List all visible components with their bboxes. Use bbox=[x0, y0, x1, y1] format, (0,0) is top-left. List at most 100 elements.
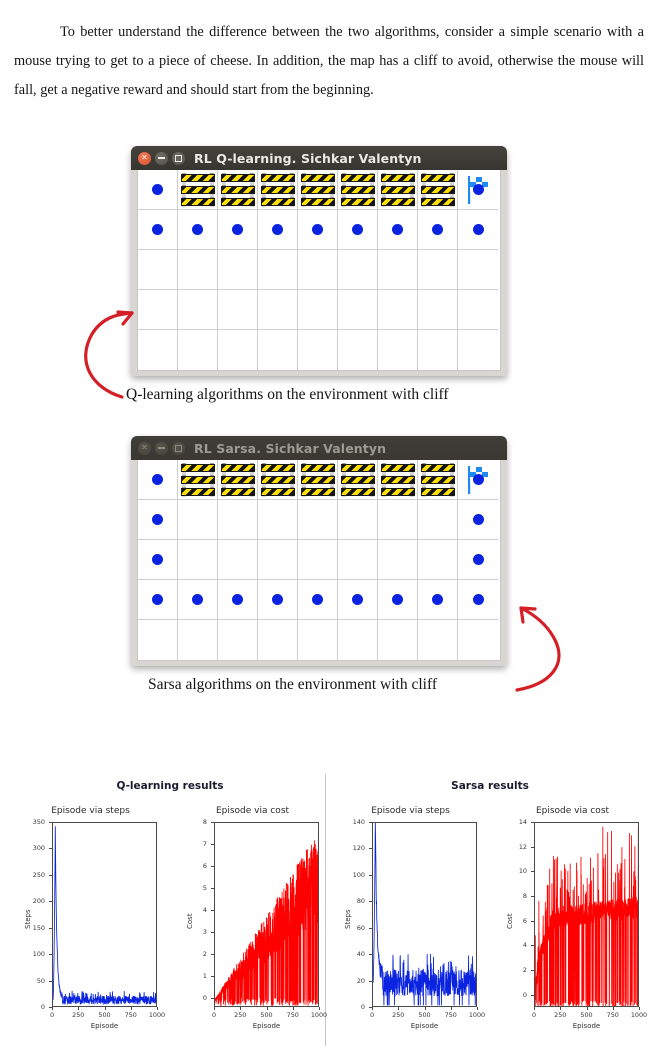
environment-grid-sarsa[interactable] bbox=[137, 460, 501, 661]
grid-cell[interactable] bbox=[418, 290, 458, 330]
grid-cell[interactable] bbox=[138, 290, 178, 330]
grid-cell[interactable] bbox=[338, 500, 378, 540]
grid-cell[interactable] bbox=[418, 170, 458, 210]
grid-cell[interactable] bbox=[458, 540, 498, 580]
grid-cell[interactable] bbox=[338, 330, 378, 370]
grid-cell[interactable] bbox=[258, 500, 298, 540]
grid-cell[interactable] bbox=[138, 170, 178, 210]
grid-cell[interactable] bbox=[218, 290, 258, 330]
grid-cell[interactable] bbox=[458, 330, 498, 370]
grid-cell[interactable] bbox=[138, 540, 178, 580]
grid-cell[interactable] bbox=[458, 620, 498, 660]
grid-cell[interactable] bbox=[298, 210, 338, 250]
grid-cell[interactable] bbox=[378, 620, 418, 660]
grid-cell[interactable] bbox=[218, 620, 258, 660]
grid-cell[interactable] bbox=[138, 460, 178, 500]
grid-cell[interactable] bbox=[258, 540, 298, 580]
grid-cell[interactable] bbox=[138, 210, 178, 250]
grid-cell[interactable] bbox=[458, 580, 498, 620]
grid-cell[interactable] bbox=[298, 540, 338, 580]
maximize-icon[interactable] bbox=[172, 151, 185, 165]
grid-cell[interactable] bbox=[178, 500, 218, 540]
maximize-icon[interactable] bbox=[172, 441, 185, 455]
grid-cell[interactable] bbox=[178, 210, 218, 250]
grid-cell[interactable] bbox=[218, 210, 258, 250]
grid-cell[interactable] bbox=[418, 620, 458, 660]
titlebar-sarsa[interactable]: ✕ RL Sarsa. Sichkar Valentyn bbox=[131, 436, 507, 460]
grid-cell[interactable] bbox=[418, 580, 458, 620]
grid-cell[interactable] bbox=[218, 170, 258, 210]
environment-grid-qlearning[interactable] bbox=[137, 170, 501, 371]
grid-cell[interactable] bbox=[178, 290, 218, 330]
grid-cell[interactable] bbox=[218, 580, 258, 620]
grid-cell[interactable] bbox=[178, 620, 218, 660]
grid-cell[interactable] bbox=[418, 330, 458, 370]
grid-cell[interactable] bbox=[138, 620, 178, 660]
grid-cell[interactable] bbox=[258, 250, 298, 290]
grid-cell[interactable] bbox=[218, 540, 258, 580]
grid-cell[interactable] bbox=[338, 210, 378, 250]
grid-cell[interactable] bbox=[178, 250, 218, 290]
grid-cell[interactable] bbox=[338, 540, 378, 580]
grid-cell[interactable] bbox=[298, 500, 338, 540]
grid-cell[interactable] bbox=[258, 330, 298, 370]
grid-cell[interactable] bbox=[258, 580, 298, 620]
minimize-icon[interactable] bbox=[155, 151, 168, 165]
grid-cell[interactable] bbox=[418, 500, 458, 540]
grid-cell[interactable] bbox=[218, 500, 258, 540]
grid-cell[interactable] bbox=[138, 250, 178, 290]
grid-cell[interactable] bbox=[258, 170, 298, 210]
grid-cell[interactable] bbox=[458, 460, 498, 500]
grid-cell[interactable] bbox=[418, 460, 458, 500]
grid-cell[interactable] bbox=[258, 620, 298, 660]
grid-cell[interactable] bbox=[178, 170, 218, 210]
grid-cell[interactable] bbox=[458, 170, 498, 210]
grid-cell[interactable] bbox=[258, 210, 298, 250]
close-icon[interactable]: ✕ bbox=[138, 441, 151, 455]
window-qlearning[interactable]: ✕ RL Q-learning. Sichkar Valentyn bbox=[131, 146, 507, 376]
grid-cell[interactable] bbox=[338, 580, 378, 620]
grid-cell[interactable] bbox=[138, 580, 178, 620]
grid-cell[interactable] bbox=[298, 460, 338, 500]
grid-cell[interactable] bbox=[378, 580, 418, 620]
grid-cell[interactable] bbox=[338, 460, 378, 500]
window-sarsa[interactable]: ✕ RL Sarsa. Sichkar Valentyn bbox=[131, 436, 507, 666]
grid-cell[interactable] bbox=[458, 500, 498, 540]
grid-cell[interactable] bbox=[298, 170, 338, 210]
grid-cell[interactable] bbox=[338, 290, 378, 330]
grid-cell[interactable] bbox=[138, 500, 178, 540]
grid-cell[interactable] bbox=[178, 330, 218, 370]
grid-cell[interactable] bbox=[258, 460, 298, 500]
grid-cell[interactable] bbox=[378, 290, 418, 330]
grid-cell[interactable] bbox=[298, 290, 338, 330]
titlebar-qlearning[interactable]: ✕ RL Q-learning. Sichkar Valentyn bbox=[131, 146, 507, 170]
grid-cell[interactable] bbox=[218, 460, 258, 500]
grid-cell[interactable] bbox=[378, 540, 418, 580]
grid-cell[interactable] bbox=[218, 250, 258, 290]
grid-cell[interactable] bbox=[378, 500, 418, 540]
grid-cell[interactable] bbox=[378, 170, 418, 210]
grid-cell[interactable] bbox=[418, 250, 458, 290]
grid-cell[interactable] bbox=[418, 210, 458, 250]
grid-cell[interactable] bbox=[378, 460, 418, 500]
grid-cell[interactable] bbox=[298, 250, 338, 290]
grid-cell[interactable] bbox=[258, 290, 298, 330]
grid-cell[interactable] bbox=[178, 460, 218, 500]
grid-cell[interactable] bbox=[378, 330, 418, 370]
grid-cell[interactable] bbox=[338, 170, 378, 210]
grid-cell[interactable] bbox=[298, 620, 338, 660]
grid-cell[interactable] bbox=[298, 330, 338, 370]
grid-cell[interactable] bbox=[338, 250, 378, 290]
grid-cell[interactable] bbox=[138, 330, 178, 370]
grid-cell[interactable] bbox=[378, 210, 418, 250]
grid-cell[interactable] bbox=[298, 580, 338, 620]
minimize-icon[interactable] bbox=[155, 441, 168, 455]
grid-cell[interactable] bbox=[458, 250, 498, 290]
grid-cell[interactable] bbox=[338, 620, 378, 660]
grid-cell[interactable] bbox=[378, 250, 418, 290]
grid-cell[interactable] bbox=[458, 210, 498, 250]
grid-cell[interactable] bbox=[418, 540, 458, 580]
grid-cell[interactable] bbox=[458, 290, 498, 330]
grid-cell[interactable] bbox=[178, 540, 218, 580]
grid-cell[interactable] bbox=[218, 330, 258, 370]
